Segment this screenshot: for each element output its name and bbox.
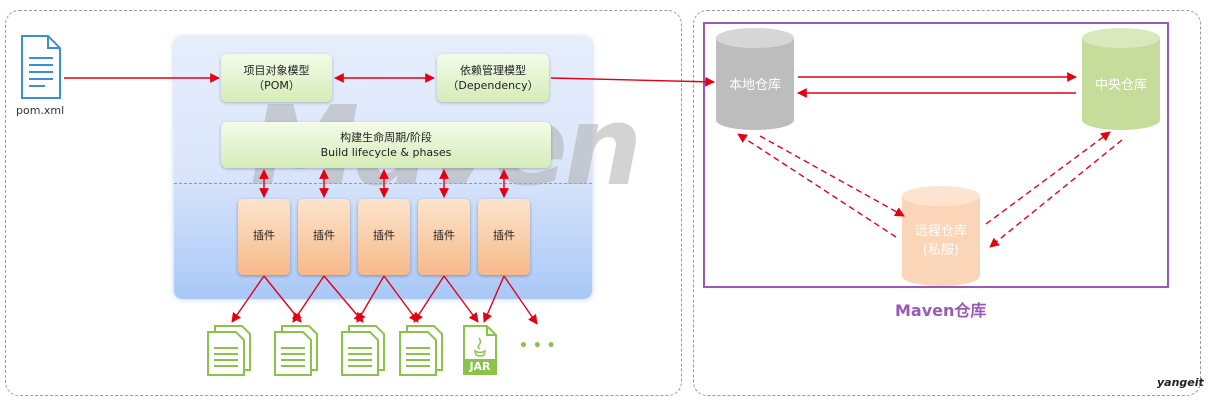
repository-frame <box>703 22 1169 288</box>
arrow-local-to-remote <box>759 135 905 217</box>
arrow-plugin-output <box>413 275 445 323</box>
arrow-plugin-output <box>263 275 302 323</box>
arrow-plugin-output <box>483 275 505 323</box>
arrow-remote-to-local <box>737 133 897 238</box>
plugin-box: 插件 <box>238 199 290 275</box>
arrow-plugin-output <box>443 275 479 323</box>
repository-panel <box>693 10 1201 396</box>
plugin-box: 插件 <box>478 199 530 275</box>
pom-filename: pom.xml <box>16 104 65 117</box>
central-repo-cylinder <box>1082 28 1160 130</box>
output-document-icon <box>399 325 443 376</box>
lifecycle-line1: 构建生命周期/阶段 <box>340 131 432 144</box>
central-repo-label: 中央仓库 <box>1094 78 1147 93</box>
output-document-icon <box>207 325 251 376</box>
arrow-plugin-output <box>503 275 538 325</box>
arrow-dependency-to-local <box>550 76 715 87</box>
more-outputs-ellipsis: • • • <box>519 338 556 354</box>
maven-core-panel <box>5 10 682 396</box>
plugin-box: 插件 <box>298 199 350 275</box>
local-repo-cylinder <box>716 28 794 130</box>
remote-repo-line2: (私服) <box>922 243 960 258</box>
dependency-model-line2: （Dependency） <box>447 79 539 92</box>
lifecycle-line2: Build lifecycle & phases <box>320 146 452 159</box>
arrow-plugin-output <box>292 275 325 323</box>
dependency-model-box: 依赖管理模型 （Dependency） <box>437 54 549 102</box>
arrow-plugin-output <box>231 275 265 323</box>
brand-logo: yangeit <box>1157 376 1204 389</box>
project-model-line2: （POM） <box>253 79 300 92</box>
arrow-plugin-output <box>323 275 364 323</box>
pom-file-icon <box>21 35 61 99</box>
remote-repo-label: 远程仓库 (私服) <box>900 222 982 260</box>
arrow-remote-to-central <box>985 131 1111 225</box>
remote-repo-line1: 远程仓库 <box>914 224 967 239</box>
dependency-model-line1: 依赖管理模型 <box>460 64 526 77</box>
jar-file-icon: JAR <box>462 324 498 376</box>
repository-title: Maven仓库 <box>895 301 987 320</box>
plugin-box: 插件 <box>418 199 470 275</box>
output-document-icon <box>274 325 318 376</box>
lifecycle-box: 构建生命周期/阶段 Build lifecycle & phases <box>221 122 551 168</box>
project-model-line1: 项目对象模型 <box>243 64 310 77</box>
arrow-plugin-output <box>356 275 385 323</box>
arrow-plugin-output <box>383 275 419 323</box>
jar-label: JAR <box>469 360 491 373</box>
arrow-central-to-remote <box>989 139 1123 248</box>
remote-repo-cylinder <box>902 186 980 286</box>
local-repo-label: 本地仓库 <box>728 78 781 93</box>
project-model-box: 项目对象模型 （POM） <box>221 54 332 102</box>
plugin-box: 插件 <box>358 199 410 275</box>
output-document-icon <box>341 325 385 376</box>
